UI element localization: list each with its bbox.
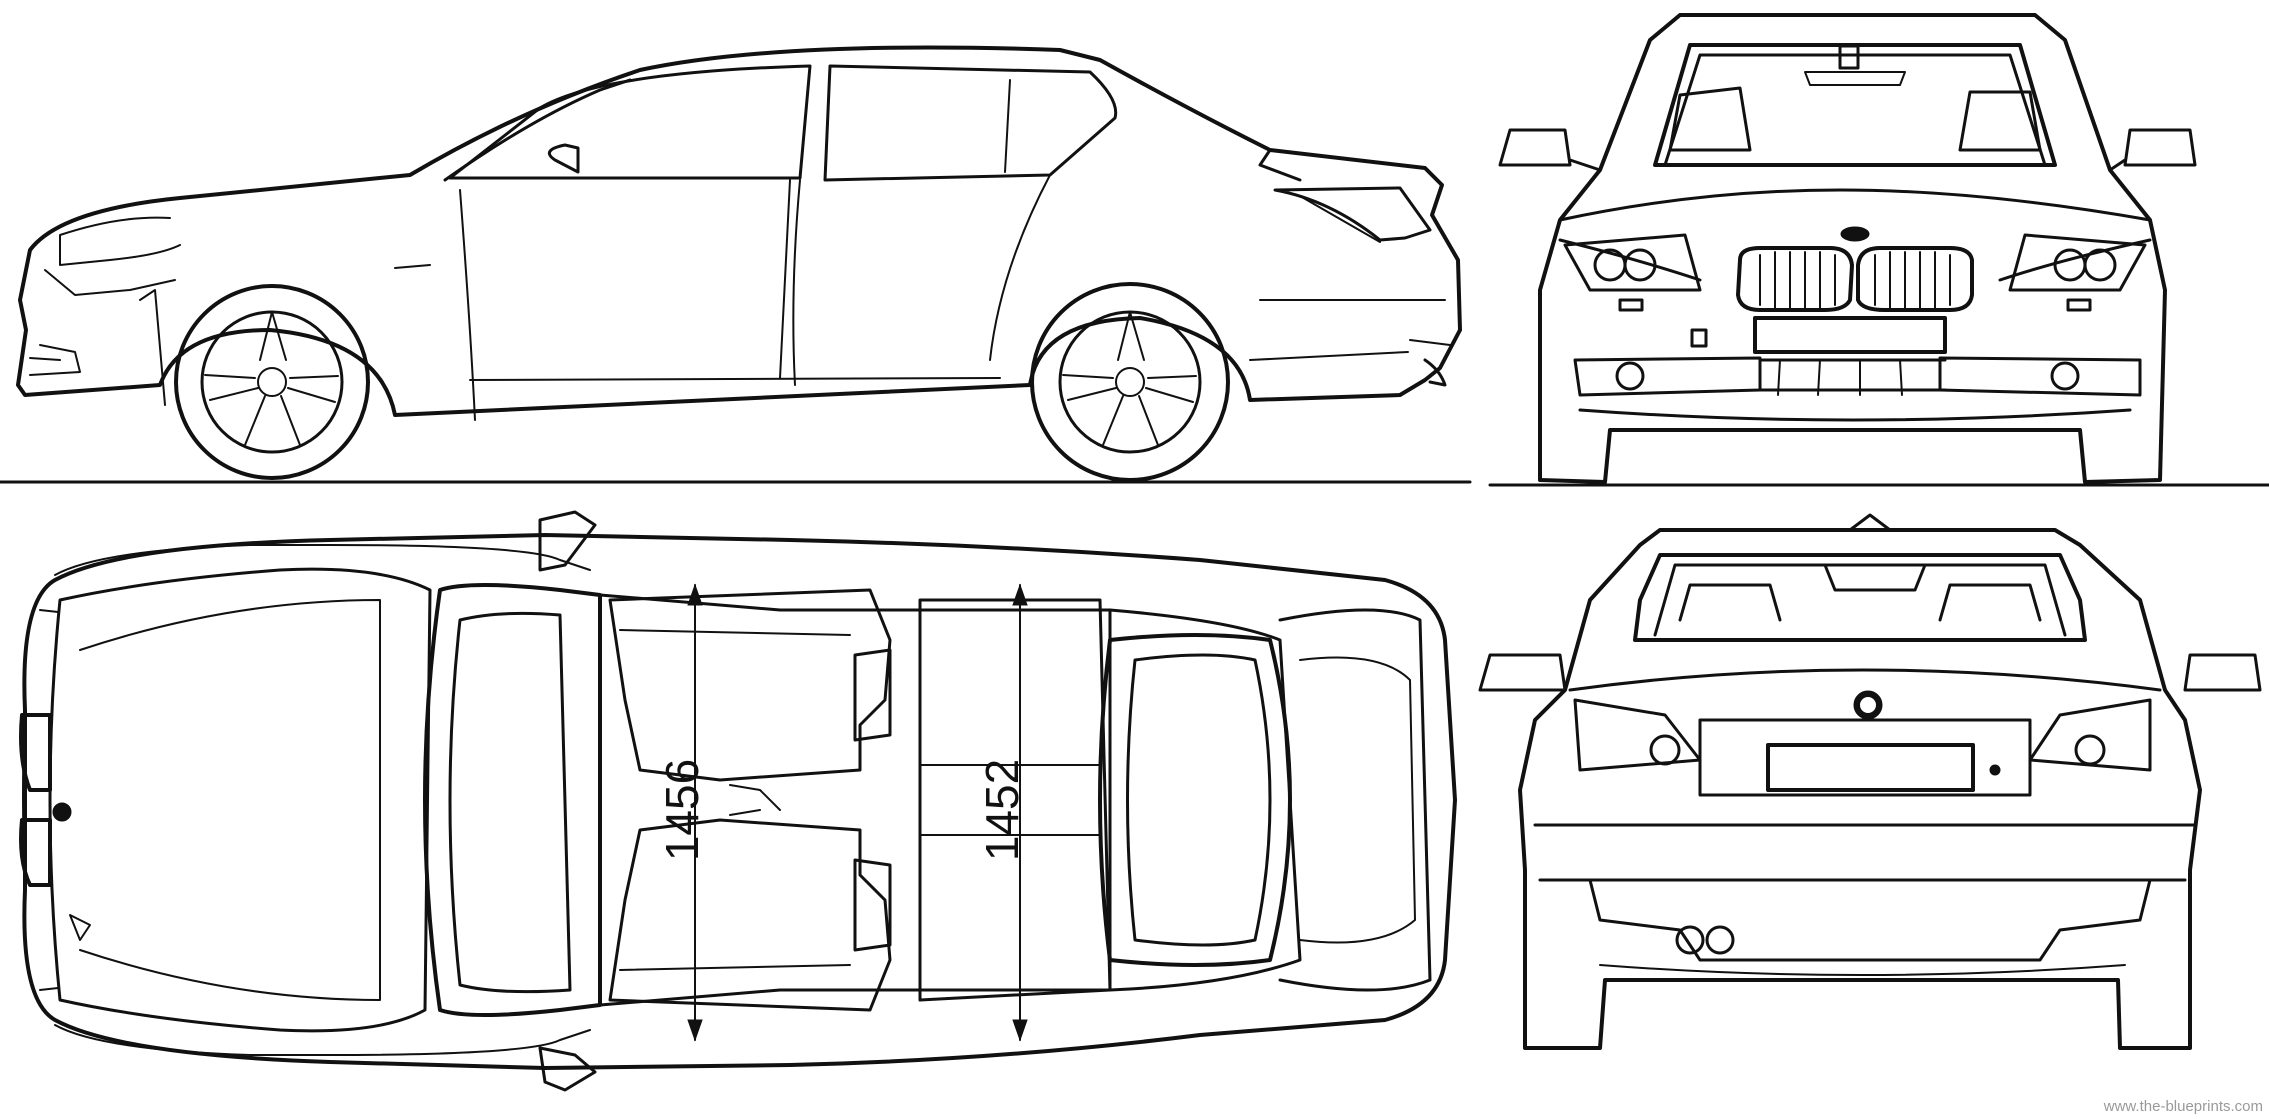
rear-track-dimension: 1452 [976,758,1028,862]
side-view [16,45,1462,482]
front-view [1498,13,2197,484]
rear-view [1478,513,2262,1050]
top-view [19,510,1457,1092]
watermark-text: www.the-blueprints.com [2103,1098,2263,1115]
front-track-dimension: 1456 [656,758,708,862]
